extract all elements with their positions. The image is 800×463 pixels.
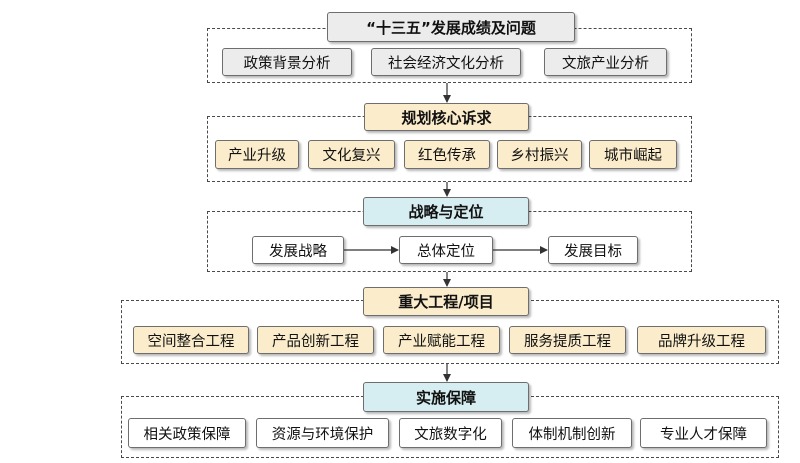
section2-item-city-rise: 城市崛起 <box>589 140 677 169</box>
section4-item-empowerment: 产业赋能工程 <box>383 326 500 354</box>
section5-item-environment: 资源与环境保护 <box>256 418 389 448</box>
section5-item-talent: 专业人才保障 <box>640 418 767 448</box>
section1-title: “十三五”发展成绩及问题 <box>327 12 575 42</box>
section4-item-service: 服务提质工程 <box>509 326 626 354</box>
section2-item-rural-revitalization: 乡村振兴 <box>497 140 582 169</box>
section2-item-industry-upgrade: 产业升级 <box>215 140 299 169</box>
section2-title: 规划核心诉求 <box>364 103 529 131</box>
section5-title: 实施保障 <box>363 382 529 412</box>
section3-item-strategy: 发展战略 <box>252 236 344 264</box>
section3-item-positioning: 总体定位 <box>399 236 493 264</box>
section2-item-cultural-revival: 文化复兴 <box>308 140 395 169</box>
section4-item-brand: 品牌升级工程 <box>637 326 766 354</box>
section5-item-institutional: 体制机制创新 <box>512 418 632 448</box>
section4-title: 重大工程/项目 <box>363 287 529 316</box>
section3-item-goals: 发展目标 <box>548 236 638 264</box>
section1-item-culture-tourism: 文旅产业分析 <box>544 48 667 76</box>
section5-item-digitalization: 文旅数字化 <box>399 418 502 448</box>
section3-title: 战略与定位 <box>363 197 529 226</box>
section2-item-red-heritage: 红色传承 <box>404 140 490 169</box>
section1-item-socioeconomic: 社会经济文化分析 <box>371 48 521 76</box>
section4-item-product: 产品创新工程 <box>257 326 374 354</box>
section4-item-spatial: 空间整合工程 <box>133 326 249 354</box>
section5-item-policy: 相关政策保障 <box>128 418 246 448</box>
section1-item-policy: 政策背景分析 <box>222 48 352 76</box>
